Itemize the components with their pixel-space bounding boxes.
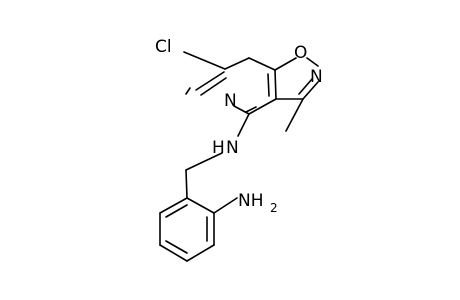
bond-c4-nh [237, 113, 250, 137]
bond-b6-b1-double [165, 204, 188, 218]
bond-n-c3 [302, 81, 319, 100]
atom-amine-nitrogen: N [226, 138, 239, 158]
bond-n5-c6-double [200, 77, 227, 96]
atom-chlorine: Cl [155, 37, 172, 57]
bond-b4-b5-double [165, 240, 188, 254]
bond-b1-b2 [186, 197, 215, 214]
atom-amine-h: H [212, 138, 225, 158]
bond-b2-nh2 [213, 197, 238, 214]
bond-c6-c7 [224, 57, 250, 70]
bond-b3-b4 [186, 244, 215, 262]
bond-c7a-c3a-double [267, 73, 270, 97]
atom-amino-subscript: 2 [270, 201, 278, 215]
atom-isoxazole-nitrogen: N [310, 67, 323, 87]
bond-n5-c6 [195, 71, 225, 91]
bond-n-c3-double [298, 78, 313, 95]
bond-b6-b1 [159, 197, 188, 214]
bond-c7a-o [274, 57, 297, 71]
bond-o-n [306, 57, 319, 67]
bond-ch2-benzene [185, 169, 188, 199]
atom-oxygen: O [294, 43, 307, 63]
bond-c7a-c3a [274, 69, 277, 100]
bond-c3a-c4 [248, 98, 277, 115]
bond-c4-n5 [233, 105, 250, 115]
atom-amino-nh: NH [238, 191, 264, 211]
bond-c4-c4-double [245, 106, 257, 113]
bond-b4-b5 [159, 244, 188, 262]
bond-c7-c7a [248, 57, 276, 71]
bond-nh-ch2 [185, 152, 223, 171]
bond-c6-cl [183, 51, 226, 70]
atom-pyridine-nitrogen: N [224, 91, 237, 111]
bond-c3-methyl [285, 98, 304, 132]
bond-c6-c6n [185, 87, 191, 95]
